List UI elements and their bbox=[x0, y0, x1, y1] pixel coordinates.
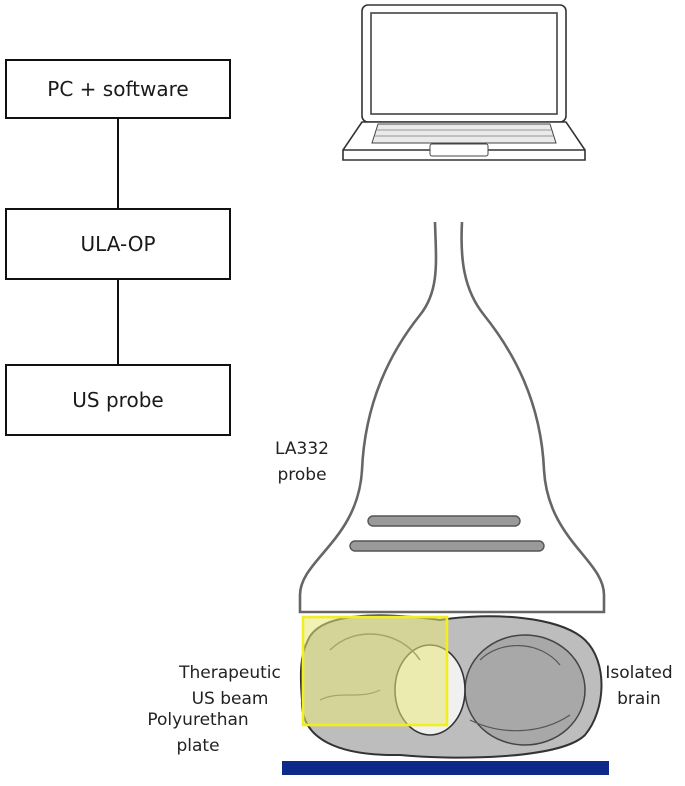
isolated-brain-label: Isolated brain bbox=[598, 660, 680, 712]
connector-ulaop-probe bbox=[117, 280, 119, 364]
therapeutic-beam-region bbox=[301, 615, 449, 727]
plate-line1: Polyurethan bbox=[147, 710, 249, 730]
polyurethan-plate-label: Polyurethan plate bbox=[136, 707, 260, 759]
therapeutic-beam-label: Therapeutic US beam bbox=[170, 660, 290, 712]
us-probe-box: US probe bbox=[5, 364, 231, 436]
us-probe-label: US probe bbox=[72, 388, 164, 412]
beam-line2: US beam bbox=[191, 689, 269, 709]
ultrasound-probe-icon bbox=[298, 221, 606, 614]
brain-line2: brain bbox=[617, 689, 661, 709]
connector-pc-ulaop bbox=[117, 119, 119, 208]
la332-probe-label: LA332 probe bbox=[262, 436, 342, 488]
pc-software-label: PC + software bbox=[47, 77, 189, 101]
la332-line2: probe bbox=[277, 465, 327, 485]
la332-line1: LA332 bbox=[275, 439, 329, 459]
beam-line1: Therapeutic bbox=[179, 663, 281, 683]
ula-op-box: ULA-OP bbox=[5, 208, 231, 280]
polyurethan-plate bbox=[282, 761, 609, 775]
ula-op-label: ULA-OP bbox=[80, 232, 156, 256]
pc-software-box: PC + software bbox=[5, 59, 231, 119]
plate-line2: plate bbox=[176, 736, 220, 756]
brain-line1: Isolated bbox=[605, 663, 673, 683]
laptop-icon bbox=[342, 4, 586, 161]
